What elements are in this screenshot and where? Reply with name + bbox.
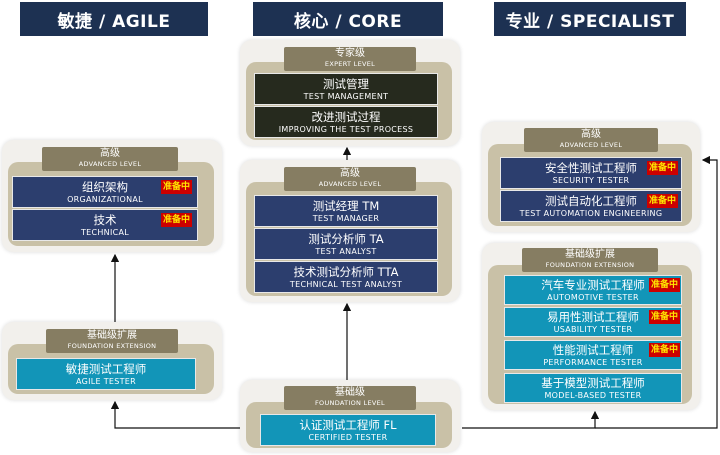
pending-badge: 准备中 bbox=[647, 194, 679, 208]
agile-organizational-box: 组织架构 ORGANIZATIONAL bbox=[12, 176, 198, 208]
header-specialist: 专业 / SPECIALIST bbox=[494, 2, 686, 36]
certified-tester-box: 认证测试工程师 FL CERTIFIED TESTER bbox=[260, 414, 436, 446]
pending-badge: 准备中 bbox=[649, 343, 681, 357]
agile-advanced-tag: 高级 ADVANCED LEVEL bbox=[42, 147, 178, 171]
agile-foundation-panel: 基础级扩展 FOUNDATION EXTENSION 敏捷测试工程师 AGILE… bbox=[2, 322, 222, 400]
core-expert-tag: 专家级 EXPERT LEVEL bbox=[284, 47, 416, 71]
core-advanced-tag: 高级 ADVANCED LEVEL bbox=[284, 167, 416, 191]
pending-badge: 准备中 bbox=[649, 310, 681, 324]
test-management-box: 测试管理 TEST MANAGEMENT bbox=[254, 73, 438, 105]
core-foundation-panel: 基础级 FOUNDATION LEVEL 认证测试工程师 FL CERTIFIE… bbox=[240, 380, 460, 452]
specialist-advanced-panel: 高级 ADVANCED LEVEL 安全性测试工程师 SECURITY TEST… bbox=[482, 122, 700, 232]
header-agile: 敏捷 / AGILE bbox=[20, 2, 208, 36]
pending-badge: 准备中 bbox=[161, 180, 193, 194]
arrow-fl-to-spec-adv bbox=[595, 155, 718, 429]
technical-test-analyst-box: 技术测试分析师 TTA TECHNICAL TEST ANALYST bbox=[254, 261, 438, 293]
core-foundation-tag: 基础级 FOUNDATION LEVEL bbox=[284, 386, 416, 410]
pending-badge: 准备中 bbox=[647, 161, 679, 175]
core-advanced-panel: 高级 ADVANCED LEVEL 测试经理 TM TEST MANAGER 测… bbox=[240, 160, 460, 302]
core-expert-panel: 专家级 EXPERT LEVEL 测试管理 TEST MANAGEMENT 改进… bbox=[240, 40, 460, 146]
specialist-advanced-tag: 高级 ADVANCED LEVEL bbox=[524, 128, 658, 152]
header-core: 核心 / CORE bbox=[253, 2, 443, 36]
specialist-foundation-tag: 基础级扩展 FOUNDATION EXTENSION bbox=[522, 248, 658, 272]
model-based-tester-box: 基于模型测试工程师 MODEL-BASED TESTER bbox=[504, 373, 682, 403]
pending-badge: 准备中 bbox=[649, 278, 681, 292]
agile-foundation-tag: 基础级扩展 FOUNDATION EXTENSION bbox=[46, 329, 178, 353]
test-analyst-box: 测试分析师 TA TEST ANALYST bbox=[254, 228, 438, 260]
arrow-fl-to-spec-ext bbox=[462, 410, 600, 429]
agile-advanced-panel: 高级 ADVANCED LEVEL 组织架构 ORGANIZATIONAL 准备… bbox=[2, 140, 222, 252]
improving-test-process-box: 改进测试过程 IMPROVING THE TEST PROCESS bbox=[254, 106, 438, 138]
specialist-foundation-panel: 基础级扩展 FOUNDATION EXTENSION 汽车专业测试工程师 AUT… bbox=[482, 243, 700, 410]
arrow-fl-to-agile bbox=[110, 400, 242, 429]
agile-tester-box: 敏捷测试工程师 AGILE TESTER bbox=[16, 358, 196, 390]
test-manager-box: 测试经理 TM TEST MANAGER bbox=[254, 195, 438, 227]
pending-badge: 准备中 bbox=[161, 213, 193, 227]
